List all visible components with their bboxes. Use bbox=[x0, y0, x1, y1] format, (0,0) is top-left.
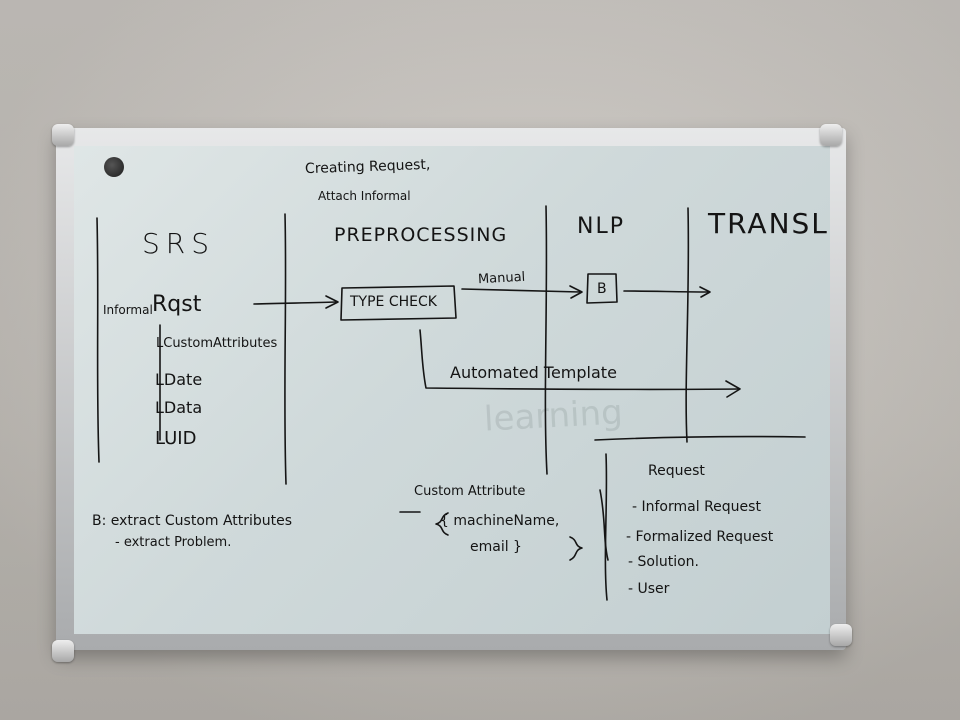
request-list-top-line bbox=[594, 435, 806, 441]
request-list-item: - User bbox=[628, 581, 670, 597]
arrowhead-manual bbox=[569, 285, 583, 299]
custom-attribute-close-brace bbox=[569, 536, 583, 561]
divider-left bbox=[96, 217, 100, 463]
column-header-transl: TRANSL bbox=[708, 207, 829, 240]
custom-attribute-bracket bbox=[599, 489, 609, 561]
column-header-nlp: NLP bbox=[577, 214, 625, 239]
top-note-line1: Creating Request, bbox=[304, 156, 431, 178]
b-box bbox=[586, 273, 618, 304]
request-list-heading: Request bbox=[648, 463, 705, 479]
arrowhead-automated bbox=[725, 380, 741, 398]
srs-item: LCustomAttributes bbox=[156, 336, 278, 351]
custom-attribute-open-brace bbox=[435, 512, 449, 536]
top-note-line2: Attach Informal bbox=[318, 189, 411, 203]
column-header-srs: SRS bbox=[142, 227, 216, 260]
divider-srs-preprocessing bbox=[284, 213, 287, 485]
frame-corner-top-right bbox=[820, 124, 842, 146]
type-check-box bbox=[340, 285, 457, 321]
divider-preprocessing-nlp bbox=[544, 205, 548, 475]
bottom-left-note-line1: B: extract Custom Attributes bbox=[92, 513, 293, 529]
frame-corner-top-left bbox=[52, 124, 74, 146]
srs-heading-prefix: Informal bbox=[103, 303, 153, 317]
bottom-left-note-line2: - extract Problem. bbox=[115, 535, 232, 550]
arrow-manual bbox=[461, 288, 581, 293]
frame-corner-bottom-left bbox=[52, 640, 74, 662]
custom-attribute-heading: Custom Attribute bbox=[414, 484, 526, 499]
arrow-automated-template bbox=[419, 329, 739, 391]
automated-template-label: Automated Template bbox=[450, 363, 617, 382]
arrow-b-to-transl bbox=[623, 290, 709, 293]
srs-item: LDate bbox=[155, 370, 203, 389]
arrow-rqst-to-typecheck bbox=[253, 301, 337, 305]
divider-nlp-transl bbox=[685, 207, 690, 443]
manual-label: Manual bbox=[477, 269, 526, 288]
custom-attribute-line1: { machineName, bbox=[440, 513, 560, 529]
srs-item: LUID bbox=[155, 428, 197, 449]
custom-attribute-line2: email } bbox=[470, 539, 522, 555]
request-list-item: - Formalized Request bbox=[626, 529, 774, 545]
arrowhead-transl bbox=[699, 286, 711, 298]
magnet-icon bbox=[104, 157, 124, 177]
type-check-label: TYPE CHECK bbox=[350, 294, 437, 310]
column-header-preprocessing: PREPROCESSING bbox=[334, 224, 508, 246]
nlp-box-label: B bbox=[597, 281, 607, 297]
arrowhead-typecheck bbox=[325, 295, 339, 309]
srs-item: LData bbox=[155, 398, 203, 417]
srs-heading: Rqst bbox=[152, 292, 202, 317]
request-list-item: - Solution. bbox=[628, 554, 699, 570]
frame-corner-bottom-right bbox=[830, 624, 852, 646]
request-list-left-line bbox=[604, 453, 608, 601]
request-list-item: - Informal Request bbox=[632, 499, 761, 515]
